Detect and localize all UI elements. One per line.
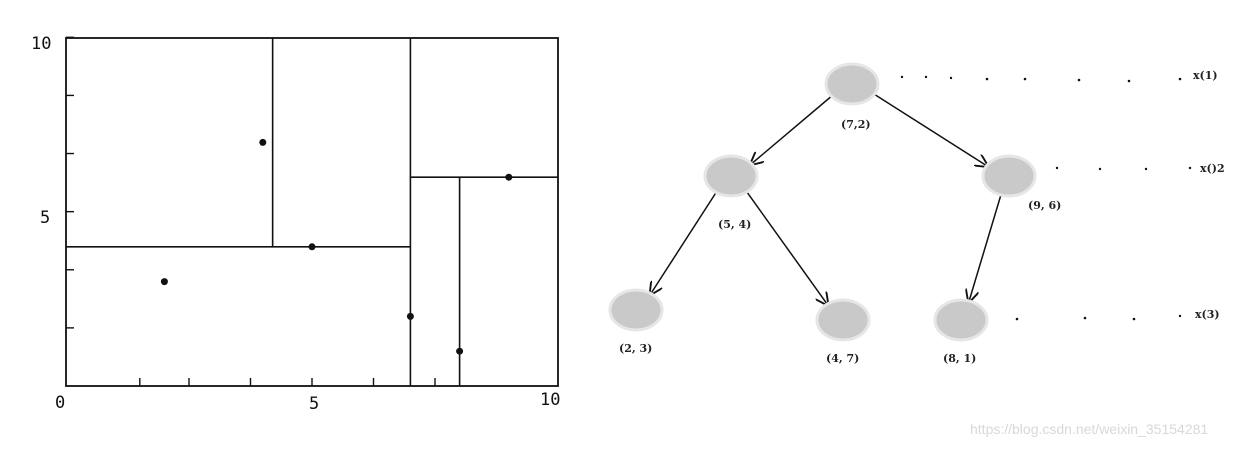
y-label-mid: 5 (40, 208, 50, 228)
level-label-3: x(3) (1195, 308, 1220, 321)
partition-plot: 10 5 0 5 10 (31, 34, 560, 414)
point-7-2 (406, 312, 414, 320)
tree-edges (650, 92, 1002, 305)
tree-node-8-1 (933, 298, 989, 342)
y-label-top: 10 (31, 34, 51, 54)
tree-node-2-3 (608, 288, 664, 332)
point-2-3 (160, 278, 168, 286)
kd-tree: (7,2) (5, 4) (9, 6) (2, 3) (4, 7) (8, 1)… (608, 62, 1225, 365)
x-label-mid: 5 (309, 394, 319, 414)
x-label-end: 10 (540, 390, 560, 410)
level-label-2: x()2 (1200, 162, 1225, 175)
node-label-8-1: (8, 1) (943, 352, 976, 365)
level-dots (900, 75, 1192, 321)
tree-node-9-6 (981, 154, 1037, 198)
axis-ticks (66, 36, 436, 386)
point-5-4 (308, 243, 316, 251)
point-9-6 (505, 173, 513, 181)
tree-edge-n54-n47 (745, 190, 828, 305)
point-8-1 (456, 347, 464, 355)
x-label-zero: 0 (55, 393, 65, 413)
node-label-9-6: (9, 6) (1028, 199, 1061, 212)
tree-node-4-7 (815, 298, 871, 342)
tree-edge-n54-n23 (650, 191, 718, 294)
tree-node-5-4 (703, 154, 759, 198)
node-label-2-3: (2, 3) (619, 342, 652, 355)
split-lines (66, 38, 558, 386)
level-label-1: x(1) (1193, 69, 1218, 82)
tree-edge-n96-n81 (969, 193, 1002, 302)
node-label-7-2: (7,2) (841, 118, 871, 131)
plot-frame (65, 37, 559, 387)
tree-node-7-2 (824, 62, 880, 106)
point-4-7 (259, 138, 267, 146)
watermark: https://blog.csdn.net/weixin_35154281 (970, 421, 1209, 437)
node-label-4-7: (4, 7) (826, 352, 859, 365)
node-label-5-4: (5, 4) (718, 218, 751, 231)
tree-edge-n72-n96 (872, 92, 987, 167)
tree-edge-n72-n54 (751, 94, 833, 164)
data-points (160, 138, 513, 355)
